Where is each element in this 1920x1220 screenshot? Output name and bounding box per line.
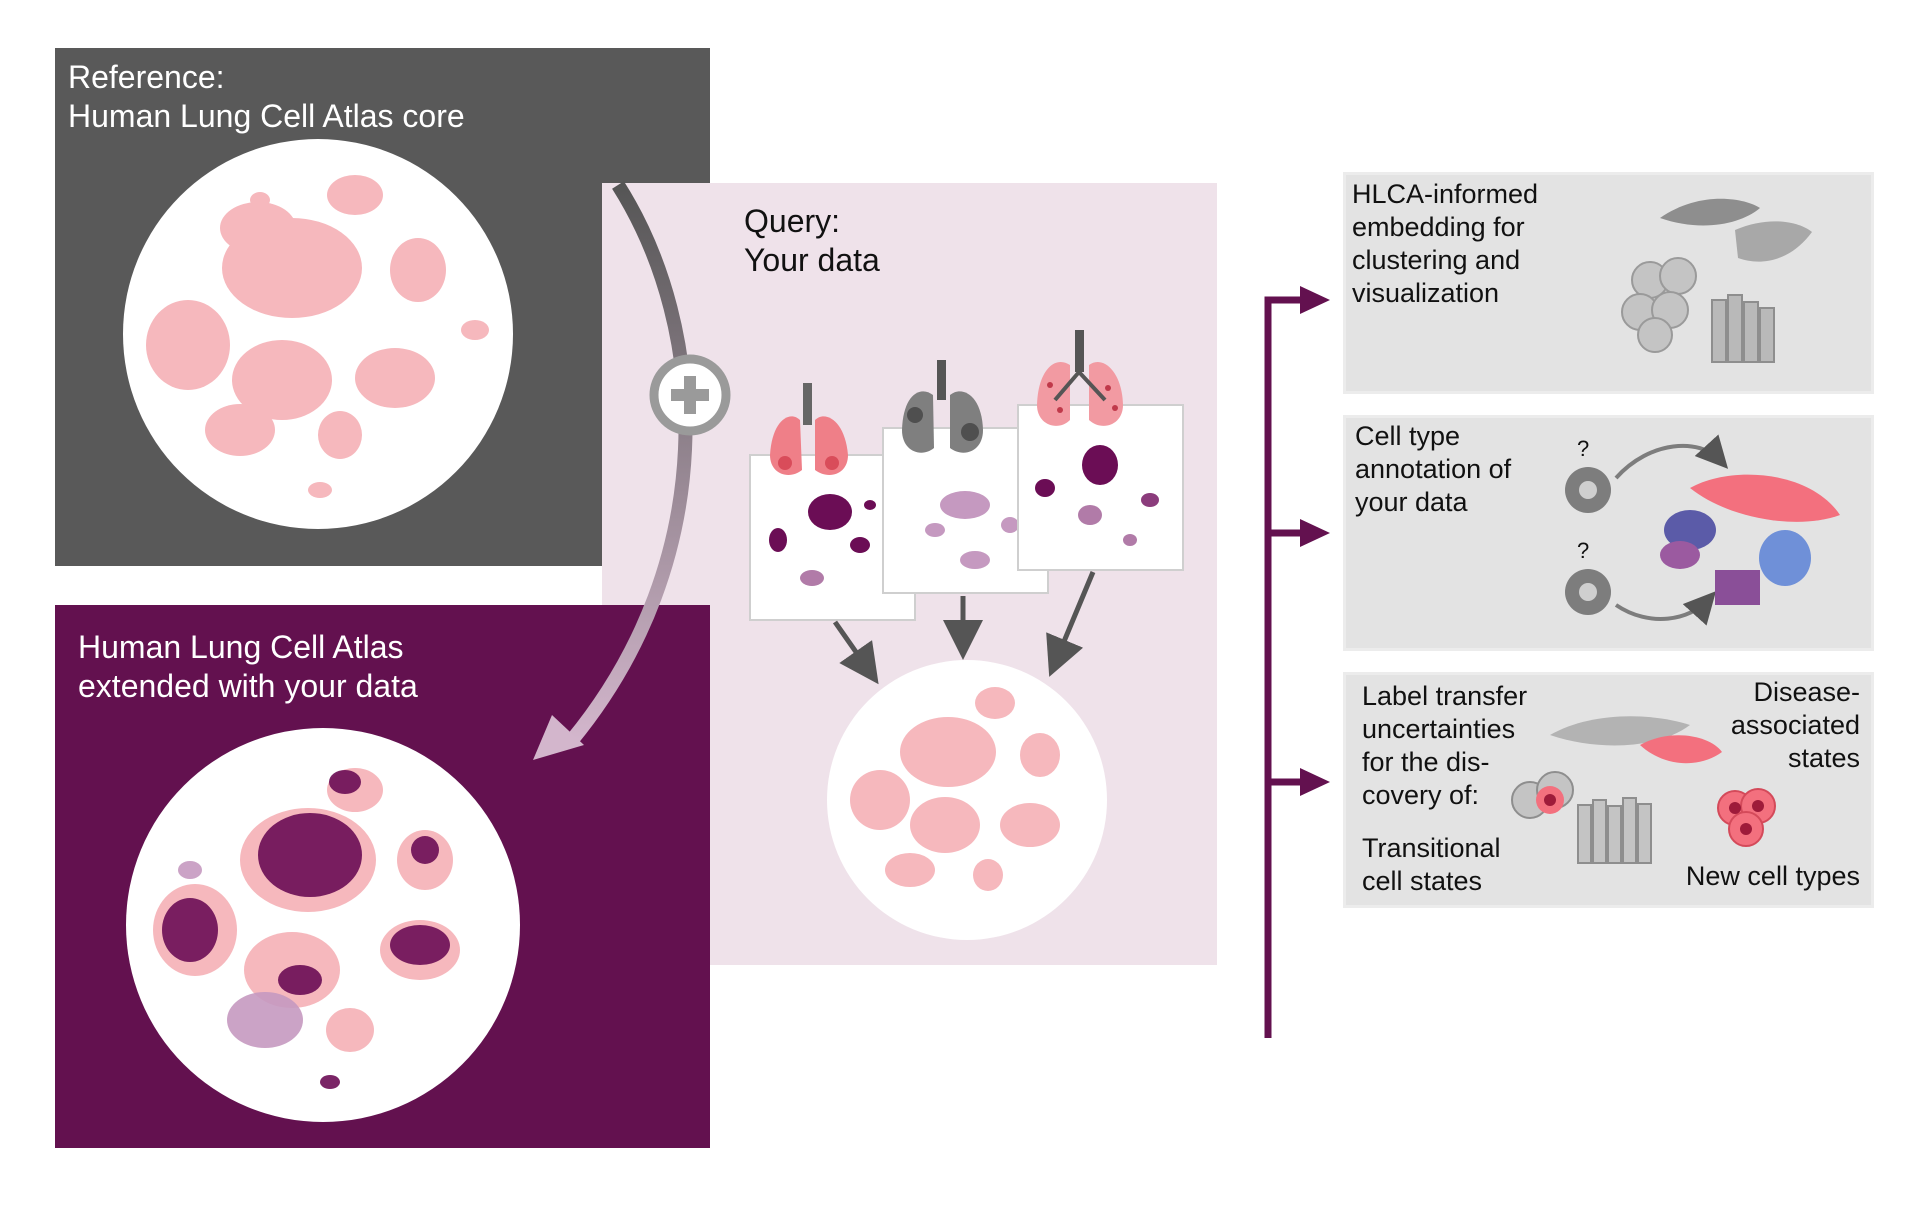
disease-states-label: Disease- associated states — [1730, 677, 1860, 773]
embedding-output-text: HLCA-informed embedding for clustering a… — [1352, 179, 1539, 308]
sample-arrows — [832, 571, 1096, 685]
unknown-cell-question-2: ? — [1577, 538, 1590, 563]
query-sample-inflamed — [1017, 404, 1184, 571]
plus-circle-icon — [649, 354, 731, 436]
reference-title: Reference: Human Lung Cell Atlas core — [68, 59, 465, 135]
healthy-lung-icon — [770, 383, 848, 475]
integration-arrow — [533, 181, 693, 760]
cell-cluster-icon — [1621, 198, 1812, 363]
query-title: Query: Your data — [744, 203, 880, 279]
extended-atlas-title: Human Lung Cell Atlas extended with your… — [78, 629, 418, 705]
reference-umap — [123, 139, 513, 529]
inflamed-lung-icon — [1037, 330, 1123, 426]
diseased-lung-icon — [902, 360, 983, 453]
new-cell-types-label: New cell types — [1685, 861, 1860, 891]
uncertainty-output-box — [1343, 672, 1874, 908]
annotation-output-text: Cell type annotation of your data — [1355, 421, 1512, 517]
embedding-output-box — [1343, 172, 1874, 394]
output-connectors — [712, 286, 1330, 1039]
extended-umap — [126, 728, 520, 1122]
unknown-cell-icon — [1565, 467, 1611, 615]
uncertainty-illustration — [1511, 716, 1776, 864]
transitional-states-label: Transitional cell states — [1362, 833, 1501, 896]
annotation-illustration — [1565, 434, 1840, 626]
query-integrated-umap — [827, 660, 1107, 940]
unknown-cell-question-1: ? — [1577, 436, 1590, 461]
uncertainty-output-text: Label transfer uncertainties for the dis… — [1362, 681, 1528, 810]
